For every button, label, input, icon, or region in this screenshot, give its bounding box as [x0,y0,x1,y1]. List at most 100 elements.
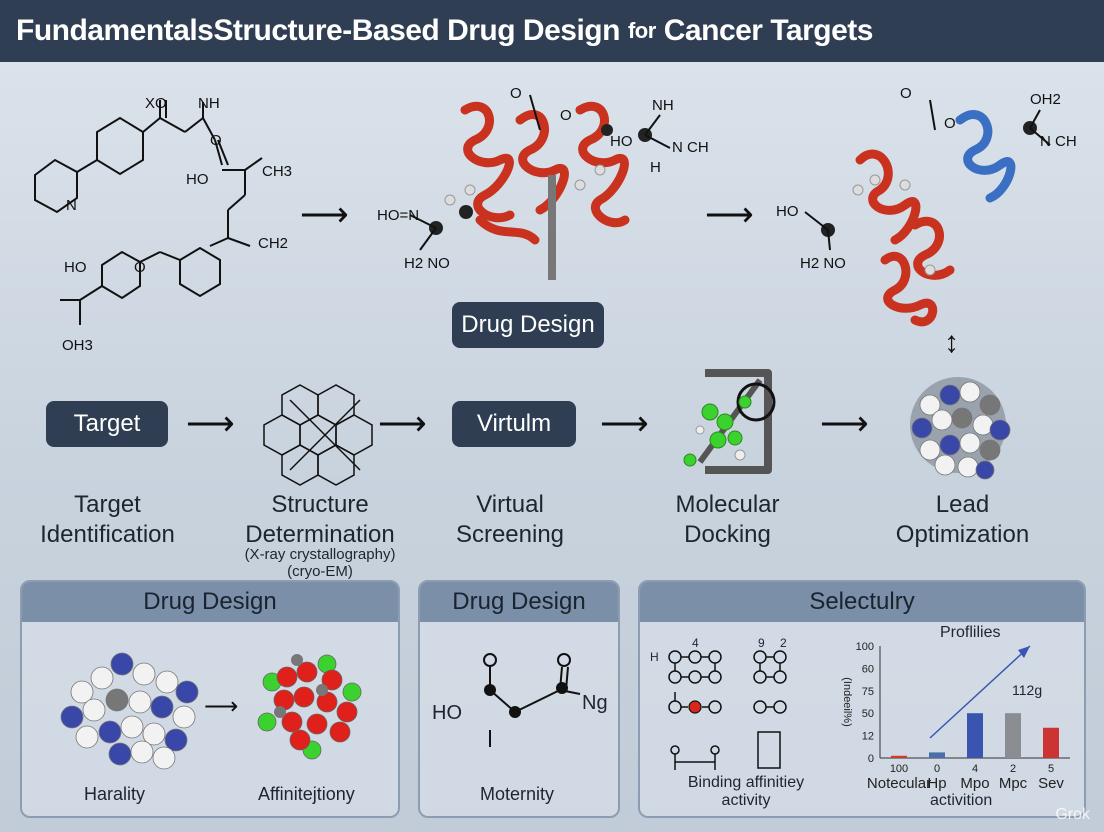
trend-arrow-head [1018,646,1030,658]
label-ho: HO [610,133,633,150]
label-nh: NH [652,97,674,114]
label-ho: HO [186,171,209,188]
x-tick-label: Mpc [999,775,1028,792]
selectivity-panel: Selectulry 4 9 2 H Binding affinitiey ac… [638,580,1086,818]
title-bar: FundamentalsStructure-Based Drug Design … [0,0,1104,62]
label-ch3: CH3 [262,163,292,180]
title-part-1: FundamentalsStructure-Based Drug Design [16,14,620,47]
grid-label: H [650,650,659,664]
chart-annotation: 112g [1012,682,1043,698]
label-o: O [210,132,222,149]
chart-title: Proflilies [940,624,1001,641]
panel-title: Drug Design [420,582,618,622]
grid-caption: Binding affinitiey activity [666,774,826,810]
x-tick-label: Sev [1038,775,1064,792]
binding-grid-diagram [668,650,787,770]
step-sub-line-1: (X-ray crystallography) [244,546,396,563]
bar [967,713,983,758]
label-h2no: H2 NO [800,255,846,272]
title-part-3: Cancer Targets [663,14,874,47]
arrow-right-icon: ⟶ [186,405,235,443]
step-sub-line-2: (cryo-EM) [287,563,353,580]
panel-caption: Moternity [480,784,555,804]
y-tick-label: 0 [868,753,874,765]
grid-caption-line-1: Binding affinitiey [687,774,805,791]
bar [1005,713,1021,758]
label-xo: XO [145,95,167,112]
label-h: H [650,159,661,176]
drug-design-panel-left: Drug Design ⟶ Harality Affinitejtiony [20,580,400,818]
arrow-right-icon: ⟶ [300,196,349,234]
label-nch: N CH [1040,133,1077,150]
label-oh3: OH3 [62,337,93,354]
panel-title: Selectulry [640,582,1084,622]
y-tick-label: 12 [862,731,874,743]
label-o: O [900,85,912,102]
bar [1043,727,1059,758]
step-structure-sub: (X-ray crystallography) (cryo-EM) [225,546,415,580]
virtual-pill: Virtulm [452,401,576,447]
step-lead-optimization: Lead Optimization [870,490,1055,550]
panel-title: Drug Design [22,582,398,622]
label-hon: HO=N [377,207,419,224]
title-part-2: for [627,18,656,43]
label-nh: NH [198,95,220,112]
step-virtual-screening: Virtual Screening [430,490,590,550]
x-tick-label: Notecular [867,775,931,792]
step-line-1: Molecular [675,491,780,518]
step-line-2: Docking [684,521,771,548]
label-ch2: CH2 [258,235,288,252]
step-line-1: Lead [935,491,990,518]
x-tick-label: Hp [927,775,946,792]
step-line-2: Determination [245,521,395,548]
panel-caption-2: Affinitejtiony [258,784,355,804]
label-o: O [510,85,522,102]
label-ho: HO [432,702,462,724]
step-line-2: Screening [455,521,565,548]
step-line-1: Structure [271,491,369,518]
bar-top-label: 4 [972,763,978,775]
arrow-right-icon: ⟶ [204,693,239,720]
step-line-1: Virtual [476,491,544,518]
step-target-identification: Target Identification [20,490,195,550]
y-tick-label: 75 [862,686,874,698]
target-pill: Target [46,401,168,447]
bar-top-label: 2 [1010,763,1016,775]
bar-top-label: 100 [890,763,908,775]
y-tick-label: 60 [862,663,874,675]
label-h2no: H2 NO [404,255,450,272]
bar [929,752,945,758]
bar [891,755,907,758]
bar-top-label: 0 [934,763,940,775]
bar-top-label: 5 [1048,763,1054,775]
y-tick-label: 100 [856,641,874,653]
chart-xlabel: activition [930,792,993,809]
label-oh2: OH2 [1030,91,1061,108]
arrow-right-icon: ⟶ [378,405,427,443]
step-line-1: Target [74,491,141,518]
y-axis-label: (Indeeil%) [841,677,853,727]
label-o-2: O [134,259,146,276]
label-nch: N CH [672,139,709,156]
label-ho: HO [776,203,799,220]
label-o: O [560,107,572,124]
arrow-right-icon: ⟶ [820,405,869,443]
x-tick-label: Mpo [960,775,989,792]
label-ho-2: HO [64,259,87,276]
grid-caption-line-2: activity [721,792,771,809]
step-line-2: Optimization [895,521,1030,548]
grid-label: 4 [692,636,699,650]
trend-arrow-line [929,645,1031,739]
drug-design-panel-middle: Drug Design HO Ng Moternity [418,580,620,818]
arrow-right-icon: ⟶ [705,196,754,234]
y-tick-label: 50 [862,708,874,720]
double-arrow-icon: ↕ [944,326,959,359]
grid-label: 2 [780,636,787,650]
label-n: N [66,197,77,214]
arrow-right-icon: ⟶ [600,405,649,443]
panel-caption-1: Harality [84,784,146,804]
label-ng: Ng [582,692,608,714]
skeletal-formula [483,653,581,747]
step-structure-determination: Structure Determination [225,490,415,550]
step-line-2: Identification [40,521,175,548]
